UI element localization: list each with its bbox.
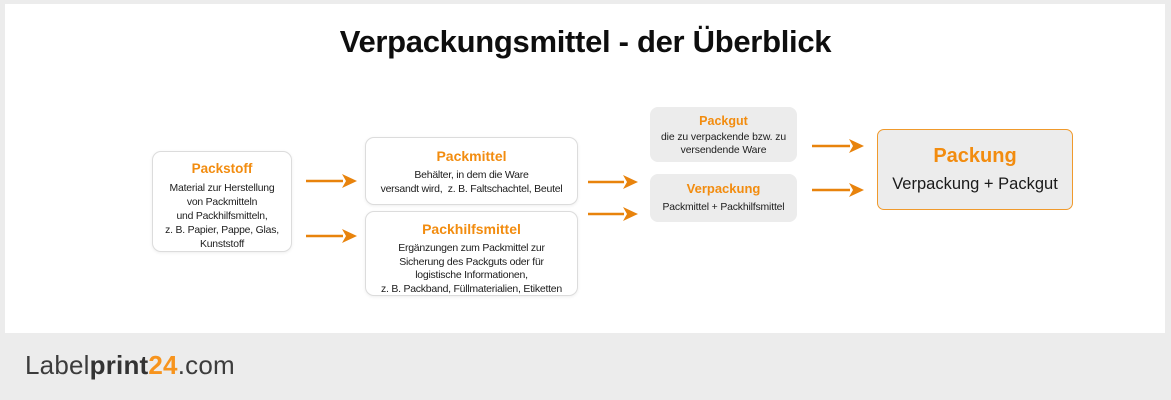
box-packmittel-body: Behälter, in dem die Ware versandt wird,…	[380, 169, 563, 195]
box-packhilfsmittel-title: Packhilfsmittel	[422, 221, 521, 237]
logo-part-print: print	[89, 350, 149, 380]
footer-bar: Labelprint24.com	[0, 333, 1171, 400]
box-verpackung-body: Packmittel + Packhilfsmittel	[662, 202, 785, 213]
logo-part-com: .com	[177, 350, 235, 380]
labelprint24-logo: Labelprint24.com	[25, 350, 235, 381]
box-packmittel: Packmittel Behälter, in dem die Ware ver…	[365, 137, 578, 205]
box-packgut-body: die zu verpackende bzw. zu versendende W…	[660, 132, 787, 156]
box-packstoff-body: Material zur Herstellung von Packmitteln…	[165, 183, 279, 250]
box-packgut: Packgut die zu verpackende bzw. zu verse…	[650, 107, 797, 162]
box-packung-body: Verpackung + Packgut	[892, 175, 1058, 193]
box-verpackung: Verpackung Packmittel + Packhilfsmittel	[650, 174, 797, 222]
box-packhilfsmittel-body: Ergänzungen zum Packmittel zur Sicherung…	[381, 242, 562, 295]
box-packgut-title: Packgut	[699, 114, 748, 128]
logo-part-24: 24	[148, 350, 178, 380]
box-packstoff: Packstoff Material zur Herstellung von P…	[152, 151, 292, 252]
box-packhilfsmittel: Packhilfsmittel Ergänzungen zum Packmitt…	[365, 211, 578, 296]
box-packmittel-title: Packmittel	[436, 148, 507, 164]
box-packung-title: Packung	[933, 145, 1017, 167]
box-verpackung-title: Verpackung	[686, 181, 761, 196]
box-packstoff-title: Packstoff	[191, 161, 253, 176]
diagram-title: Verpackungsmittel - der Überblick	[339, 24, 832, 59]
box-packung: Packung Verpackung + Packgut	[877, 129, 1073, 210]
logo-part-label: Label	[25, 350, 90, 380]
